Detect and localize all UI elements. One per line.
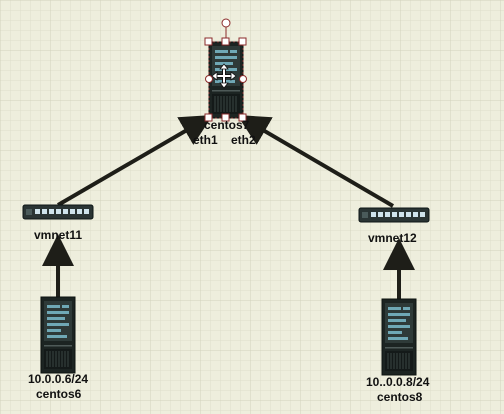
resize-handle-s: [221, 113, 230, 122]
node-vmnet11[interactable]: [22, 204, 94, 220]
switch-icon: [358, 207, 430, 223]
server-icon: [40, 296, 76, 374]
resize-handle-sw: [204, 113, 213, 122]
node-centos8[interactable]: [381, 298, 417, 376]
move-cursor-icon: [211, 63, 237, 89]
node-ip-centos6: 10.0.0.6/24: [28, 372, 89, 386]
node-ip-centos8: 10..0.0.8/24: [366, 375, 430, 389]
resize-handle-se: [238, 113, 247, 122]
node-label-centos8: centos8: [377, 390, 423, 404]
resize-handle-nw: [204, 37, 213, 46]
node-label-vmnet11: vmnet11: [34, 228, 83, 242]
node-label-vmnet12: vmnet12: [368, 231, 417, 245]
rotate-handle: [221, 18, 231, 28]
node-centos6[interactable]: [40, 296, 76, 374]
link-vmnet11-centos7[interactable]: [56, 114, 213, 207]
switch-icon: [22, 204, 94, 220]
node-vmnet12[interactable]: [358, 207, 430, 223]
node-label-centos6: centos6: [36, 387, 82, 401]
interface-label-eth2: eth2: [231, 133, 256, 147]
selection-handles[interactable]: [204, 18, 247, 122]
interface-label-eth1: eth1: [193, 133, 218, 147]
node-label-centos7: centos7: [204, 118, 250, 132]
server-icon: [381, 298, 417, 376]
resize-handle-n: [221, 37, 230, 46]
link-vmnet12-centos7[interactable]: [237, 114, 395, 208]
node-centos7[interactable]: [204, 18, 247, 122]
resize-handle-ne: [238, 37, 247, 46]
resize-handle-e: [239, 75, 247, 83]
resize-handle-w: [205, 75, 213, 83]
